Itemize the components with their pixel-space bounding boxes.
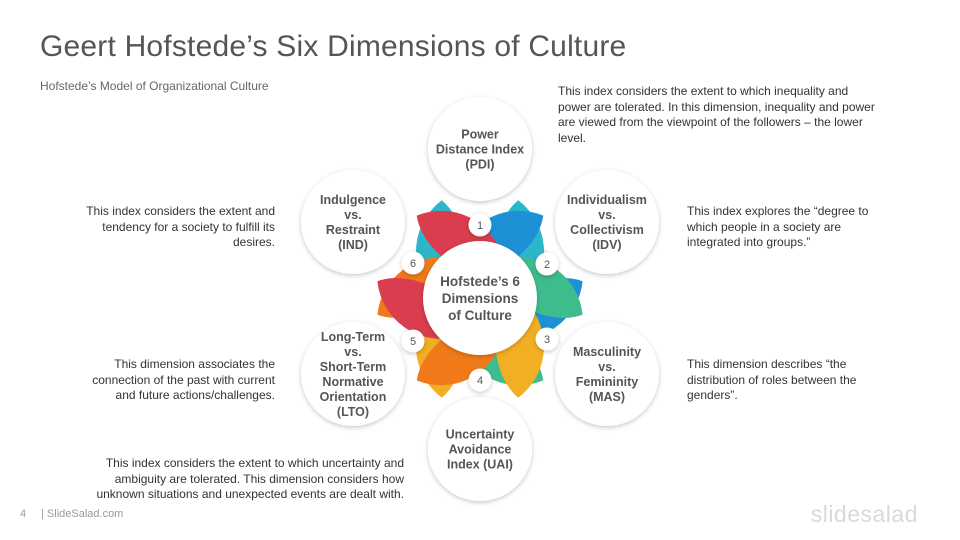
label-pdi-line: (PDI) — [465, 158, 494, 172]
label-idv-line: Collectivism — [570, 223, 644, 237]
label-uai-line: Uncertainty — [446, 428, 515, 442]
label-idv-line: vs. — [598, 208, 615, 222]
center-label-line: of Culture — [448, 308, 512, 323]
center-label-line: Dimensions — [442, 291, 519, 306]
label-pdi-line: Power — [461, 128, 499, 142]
label-lto-line: Orientation — [320, 390, 387, 404]
number-badge-text-idv: 2 — [544, 259, 550, 271]
number-badge-idv — [535, 252, 559, 276]
label-ind-line: vs. — [344, 208, 361, 222]
label-lto-line: Normative — [322, 375, 383, 389]
label-uai-line: Avoidance — [449, 443, 512, 457]
label-ind-line: Indulgence — [320, 193, 386, 207]
center-circle — [423, 241, 537, 355]
label-idv-line: (IDV) — [592, 238, 621, 252]
footer-site: | SlideSalad.com — [41, 508, 124, 520]
label-ind-line: Restraint — [326, 223, 381, 237]
number-badge-text-pdi: 1 — [477, 220, 483, 232]
label-pdi-line: Distance Index — [436, 143, 524, 157]
number-badge-uai — [468, 368, 492, 392]
petal-inner-lto — [301, 322, 405, 426]
number-badge-ind — [401, 251, 425, 275]
number-badge-text-ind: 6 — [410, 258, 416, 270]
page-title: Geert Hofstede’s Six Dimensions of Cultu… — [40, 30, 627, 63]
label-lto-line: vs. — [344, 345, 361, 359]
number-badge-text-lto: 5 — [410, 336, 416, 348]
slidesalad-logo: slidesalad — [810, 501, 918, 527]
label-lto-line: (LTO) — [337, 405, 369, 419]
label-mas-line: vs. — [598, 360, 615, 374]
number-badge-text-uai: 4 — [477, 375, 483, 387]
petal-inner-pdi — [428, 97, 532, 201]
center-label-line: Hofstede’s 6 — [440, 274, 520, 289]
page-number: 4 — [20, 508, 27, 520]
label-ind-line: (IND) — [338, 238, 368, 252]
description-pdi: This index considers the extent to which… — [558, 84, 875, 145]
petal-inner-uai — [428, 397, 532, 501]
number-badge-lto — [401, 329, 425, 353]
label-lto-line: Long-Term — [321, 330, 385, 344]
number-badge-pdi — [468, 213, 492, 237]
number-badge-mas — [535, 327, 559, 351]
label-lto-line: Short-Term — [320, 360, 386, 374]
label-mas-line: (MAS) — [589, 390, 625, 404]
description-uai: This index considers the extent to which… — [96, 456, 404, 501]
number-badge-text-mas: 3 — [544, 334, 550, 346]
label-idv-line: Individualism — [567, 193, 647, 207]
petal-inner-ind — [301, 170, 405, 274]
petal-inner-idv — [555, 170, 659, 274]
petal-inner-mas — [555, 322, 659, 426]
label-mas-line: Femininity — [576, 375, 639, 389]
label-mas-line: Masculinity — [573, 345, 641, 359]
page-subtitle: Hofstede’s Model of Organizational Cultu… — [40, 79, 269, 93]
label-uai-line: Index (UAI) — [447, 458, 513, 472]
